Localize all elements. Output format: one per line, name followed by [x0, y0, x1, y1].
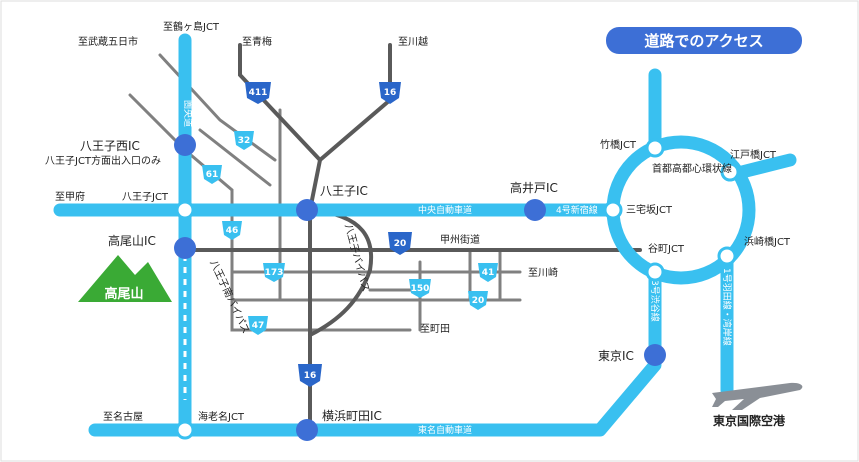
tomei-label: 東名自動車道 — [418, 424, 472, 436]
svg-text:16: 16 — [304, 371, 317, 381]
label-hamazakibashi-jct: 浜崎橋JCT — [744, 235, 791, 248]
shield-173: 173 — [263, 263, 285, 282]
shield-47: 47 — [248, 316, 268, 335]
label-hachioji-nishi-note: 八王子JCT方面出入口のみ — [45, 154, 161, 167]
node-miyakezaka — [603, 200, 623, 220]
node-yokohama-machida — [296, 419, 318, 441]
shield-46: 46 — [222, 221, 242, 240]
node-hachioji-jct — [175, 200, 195, 220]
ic-nodes — [174, 134, 740, 441]
svg-text:46: 46 — [226, 226, 239, 236]
ken-o-label: 圏央道 — [182, 100, 194, 127]
dest-machida: 至町田 — [420, 323, 450, 335]
node-takaosan — [174, 237, 196, 259]
map-title: 道路でのアクセス — [644, 32, 763, 50]
label-hachioji-nishi: 八王子西IC — [80, 139, 140, 153]
node-takebashi — [645, 138, 665, 158]
node-takaido — [524, 199, 546, 221]
shield-150: 150 — [409, 279, 431, 298]
label-tanimachi-jct: 谷町JCT — [648, 243, 685, 255]
svg-text:150: 150 — [411, 284, 430, 294]
shield-20-local: 20 — [468, 291, 488, 310]
svg-text:41: 41 — [482, 268, 495, 278]
meguro-route-label: 3号渋谷線 — [649, 280, 661, 322]
node-tokyo-ic — [644, 344, 666, 366]
dest-nagoya: 至名古屋 — [103, 410, 143, 423]
shield-61: 61 — [202, 165, 222, 184]
chuo-label: 中央自動車道 — [418, 204, 472, 216]
node-tanimachi — [645, 262, 665, 282]
koshu-kaido-label: 甲州街道 — [440, 233, 480, 246]
svg-text:20: 20 — [472, 296, 485, 306]
label-tokyo-ic: 東京IC — [598, 349, 634, 363]
node-ebina-jct — [175, 420, 195, 440]
label-takebashi-jct: 竹橋JCT — [600, 138, 637, 151]
svg-text:32: 32 — [238, 136, 251, 146]
dest-tsurugashima: 至鶴ヶ島JCT — [163, 20, 220, 33]
label-edobashi-jct: 江戸橋JCT — [730, 148, 777, 161]
shield-32: 32 — [234, 131, 254, 150]
node-edobashi — [720, 162, 740, 182]
dest-kofu: 至甲府 — [55, 190, 85, 203]
svg-text:61: 61 — [206, 170, 219, 180]
takaosan-label: 高尾山 — [104, 286, 143, 302]
svg-text:47: 47 — [252, 321, 265, 331]
shield-411: 411 — [245, 82, 271, 104]
shield-16-north: 16 — [379, 82, 401, 104]
takaosan-mountain: 高尾山 — [78, 255, 172, 302]
svg-text:173: 173 — [265, 268, 284, 278]
svg-text:20: 20 — [394, 239, 407, 249]
shield-20: 20 — [388, 232, 412, 255]
tomei-expressway — [88, 358, 662, 437]
dest-kawasaki: 至川崎 — [528, 266, 558, 279]
label-miyakezaka-jct: 三宅坂JCT — [626, 203, 673, 216]
haneda-route-label: 1号羽田線・湾岸線 — [721, 268, 733, 346]
label-hachioji-jct: 八王子JCT — [122, 191, 169, 203]
node-hachioji-nishi — [174, 134, 196, 156]
hachioji-bypass-road — [308, 208, 374, 337]
shinjuku-route-label: 4号新宿線 — [556, 204, 598, 216]
label-shuto-loop: 首都高都心環状線 — [652, 162, 732, 175]
dest-musashi-itsukaichi: 至武蔵五日市 — [78, 35, 138, 48]
node-hachioji-ic — [296, 199, 318, 221]
shield-41: 41 — [478, 263, 498, 282]
dest-ome: 至青梅 — [242, 35, 272, 48]
label-takaosan-ic: 高尾山IC — [108, 233, 156, 248]
label-ebina-jct: 海老名JCT — [198, 410, 245, 423]
label-hachioji-ic: 八王子IC — [320, 184, 368, 198]
title-pill: 道路でのアクセス — [606, 27, 802, 54]
label-yokohama-machida-ic: 横浜町田IC — [322, 409, 382, 423]
label-haneda: 東京国際空港 — [713, 413, 786, 428]
shield-16-south: 16 — [298, 364, 322, 387]
shuto-east-line — [723, 153, 797, 182]
svg-text:16: 16 — [384, 88, 397, 98]
label-takaido-ic: 高井戸IC — [510, 180, 558, 195]
route-shields: 411 16 32 61 46 20 173 41 150 20 47 16 — [202, 82, 498, 387]
dest-kawagoe: 至川越 — [398, 35, 428, 48]
svg-text:411: 411 — [249, 88, 268, 98]
node-hamazakibashi — [717, 246, 737, 266]
airplane-icon — [712, 382, 803, 410]
